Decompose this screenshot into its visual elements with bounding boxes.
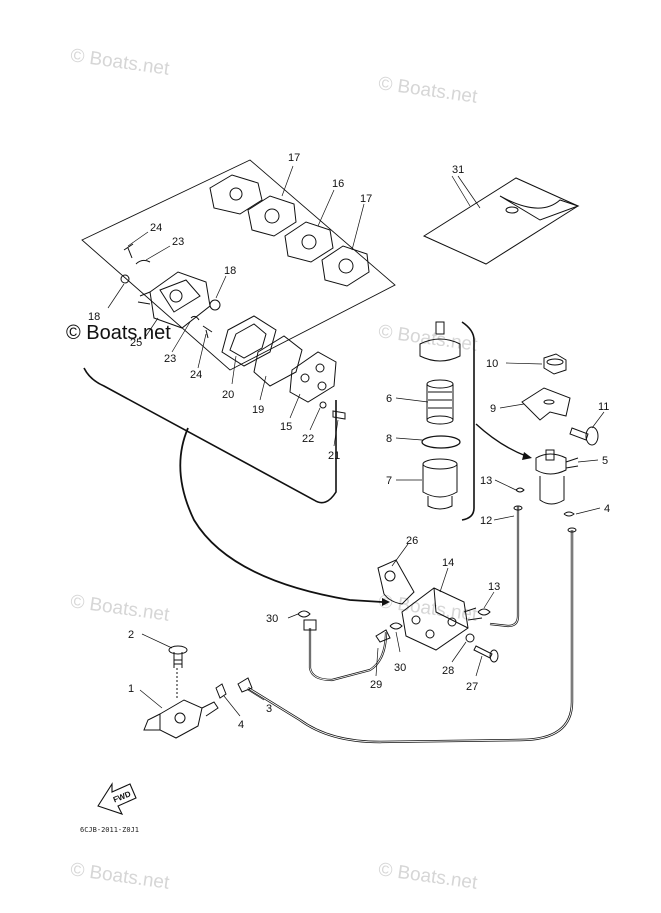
clip-30-a: [297, 610, 311, 618]
callout-17: 17: [288, 152, 300, 164]
callout-10: 10: [486, 358, 498, 370]
washer-22: [319, 401, 327, 409]
clip-4-a: [215, 683, 227, 699]
callout-24: 24: [190, 369, 202, 381]
callout-13: 13: [480, 475, 492, 487]
callout-30: 30: [266, 613, 278, 625]
filter-cap: [419, 321, 461, 362]
filter-element-6: [426, 379, 454, 425]
clip-30-b: [389, 622, 403, 630]
fuel-connector-1: [143, 699, 219, 739]
callout-17: 17: [360, 193, 372, 205]
filter-cup-7: [422, 458, 458, 510]
hose-end-3: [237, 677, 253, 693]
nut-18-a: [120, 274, 130, 284]
hose-29: [308, 628, 388, 682]
gasket-26: [377, 559, 415, 605]
nut-10: [543, 353, 567, 375]
screw-24-a: [123, 243, 134, 259]
callout-28: 28: [442, 665, 454, 677]
callout-27: 27: [466, 681, 478, 693]
callout-29: 29: [370, 679, 382, 691]
hose-12: [489, 506, 520, 628]
callout-4: 4: [238, 719, 244, 731]
callout-1: 1: [128, 683, 134, 695]
callout-23: 23: [164, 353, 176, 365]
callout-20: 20: [222, 389, 234, 401]
callout-22: 22: [302, 433, 314, 445]
callout-3: 3: [266, 703, 272, 715]
bolt-11: [569, 426, 599, 446]
callout-26: 26: [406, 535, 418, 547]
callout-24: 24: [150, 222, 162, 234]
filter-group-bracket: [461, 321, 475, 521]
callout-18: 18: [224, 265, 236, 277]
clip-23-a: [135, 259, 151, 265]
screw-24-b: [202, 325, 213, 339]
watermark-main: © Boats.net: [66, 322, 171, 344]
gasket-16: [284, 221, 334, 263]
callout-21: 21: [328, 450, 340, 462]
callout-19: 19: [252, 404, 264, 416]
cover-15: [289, 351, 337, 403]
clip-13-b: [477, 608, 491, 616]
hose-end-29: [303, 619, 317, 631]
diaphragm-19: [253, 335, 303, 387]
callout-6: 6: [386, 393, 392, 405]
screw-27: [473, 645, 499, 663]
screw-21: [332, 410, 346, 420]
routing-line: [179, 427, 383, 603]
gasket-kit-outline: [81, 159, 396, 371]
hose-3: [247, 530, 574, 744]
fuel-filter-5: [535, 449, 579, 505]
callout-18: 18: [88, 311, 100, 323]
gasket-17-a: [209, 174, 263, 215]
callout-14: 14: [442, 557, 454, 569]
nut-18-b: [209, 299, 221, 311]
callout-5: 5: [602, 455, 608, 467]
callout-30: 30: [394, 662, 406, 674]
diagram-code: 6CJB-2011-Z0J1: [80, 826, 139, 834]
bracket-9: [521, 387, 571, 421]
arrowheads: [382, 452, 532, 606]
bolt-2: [168, 645, 188, 668]
hose-end-29-b: [375, 629, 391, 643]
clip-13-a: [515, 487, 525, 493]
leader-lines: [107, 165, 605, 717]
gasket-20: [221, 315, 277, 367]
callout-13: 13: [488, 581, 500, 593]
callout-31: 31: [452, 164, 464, 176]
clip-23-b: [190, 315, 200, 321]
callout-4: 4: [604, 503, 610, 515]
subassembly-box-edge: [83, 367, 337, 504]
callout-8: 8: [386, 433, 392, 445]
callout-23: 23: [172, 236, 184, 248]
callout-7: 7: [386, 475, 392, 487]
gasket-17-c: [321, 245, 370, 287]
callout-12: 12: [480, 515, 492, 527]
fuel-pump-14: [401, 587, 483, 651]
callout-16: 16: [332, 178, 344, 190]
label-sheet-31: [422, 177, 580, 265]
gasket-17-b: [247, 195, 297, 237]
washer-28: [465, 633, 475, 643]
callout-11: 11: [598, 401, 609, 413]
o-ring-8: [421, 435, 461, 449]
callout-9: 9: [490, 403, 496, 415]
clip-4-b: [563, 511, 575, 517]
callout-25: 25: [130, 337, 142, 349]
callout-15: 15: [280, 421, 292, 433]
callout-2: 2: [128, 629, 134, 641]
filter-to-assembly-line: [475, 423, 527, 457]
fwd-arrow-icon: FWD: [97, 782, 137, 815]
